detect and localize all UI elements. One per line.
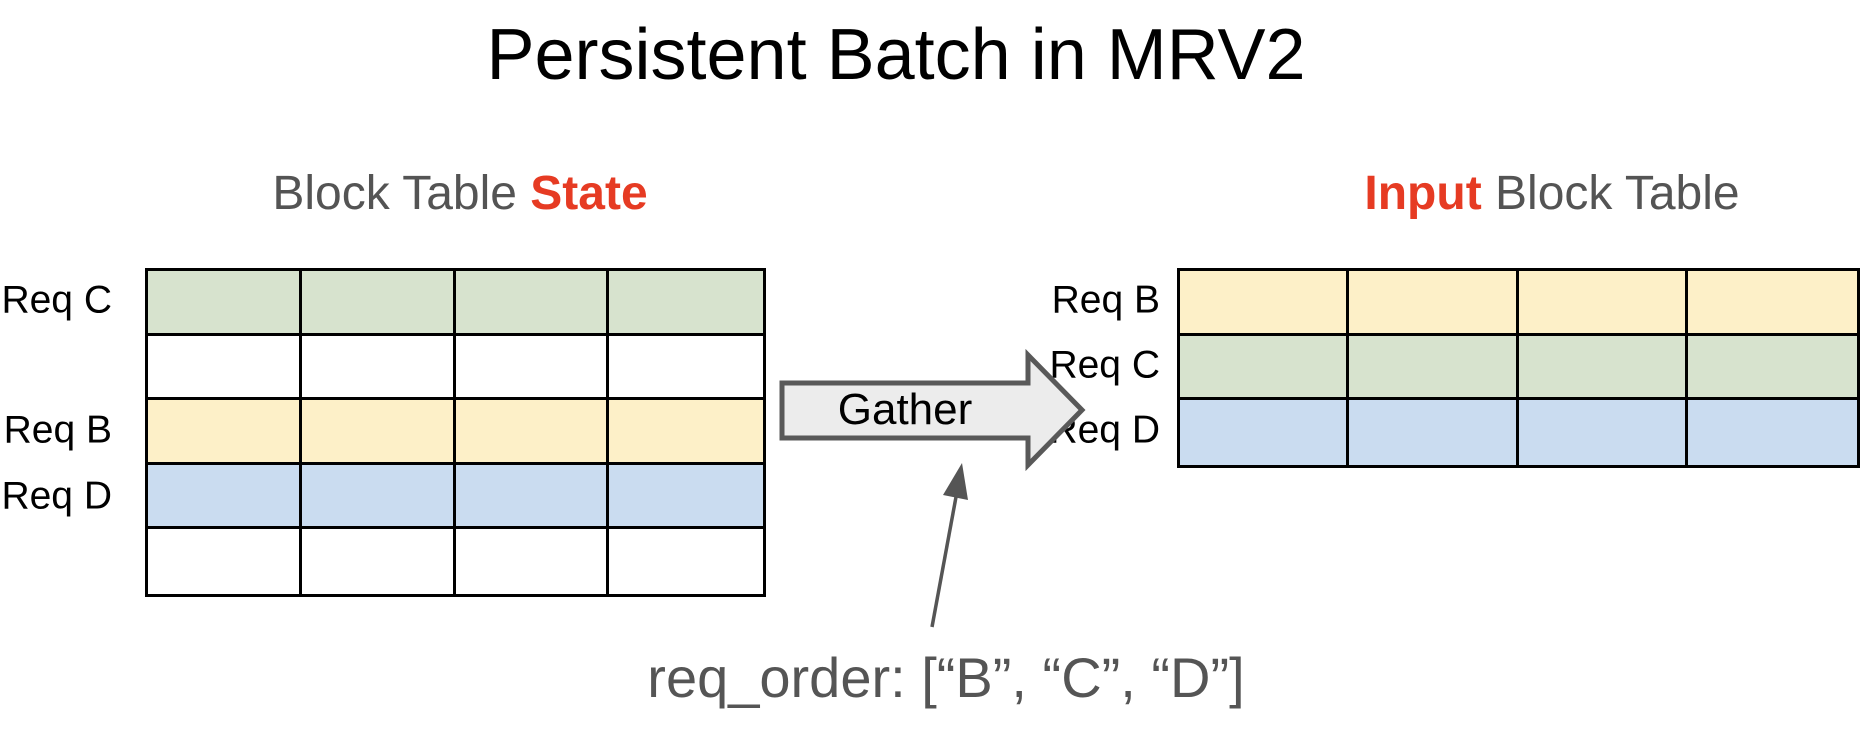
table-cell <box>1518 335 1688 401</box>
row-label-req-c: Req C <box>1 278 112 322</box>
table-cell <box>1349 335 1519 401</box>
row-label-req-b: Req B <box>3 408 112 452</box>
table-cell <box>455 271 610 336</box>
table-cell <box>609 464 763 530</box>
table-cell <box>148 271 302 336</box>
table-cell <box>455 400 610 465</box>
right-heading-highlight: Input <box>1364 167 1482 220</box>
table-cell <box>1180 271 1350 336</box>
table-cell <box>301 529 456 594</box>
row-label-input-req-b: Req B <box>1051 278 1160 322</box>
table-cell <box>1349 400 1519 465</box>
left-heading-highlight: State <box>530 167 648 220</box>
table-cell <box>609 529 763 594</box>
block-table-state <box>145 268 766 597</box>
annotation-arrow-head <box>943 463 968 500</box>
table-cell <box>1687 335 1857 401</box>
table-cell <box>455 335 610 401</box>
table-cell <box>1687 400 1857 465</box>
row-label-input-req-c: Req C <box>1049 343 1160 387</box>
right-table-heading: Input Block Table <box>1252 166 1852 221</box>
table-cell <box>301 335 456 401</box>
left-heading-prefix: Block Table <box>272 167 531 220</box>
table-cell <box>1518 400 1688 465</box>
table-cell <box>148 400 302 465</box>
row-label-req-d: Req D <box>1 474 112 518</box>
table-cell <box>609 335 763 401</box>
table-cell <box>1518 271 1688 336</box>
table-cell <box>148 335 302 401</box>
table-cell <box>1180 400 1350 465</box>
right-heading-suffix: Block Table <box>1481 167 1740 220</box>
table-cell <box>301 464 456 530</box>
req-order-annotation: req_order: [“B”, “C”, “D”] <box>647 646 1245 709</box>
table-cell <box>609 400 763 465</box>
diagram-title: Persistent Batch in MRV2 <box>486 15 1306 95</box>
table-cell <box>148 529 302 594</box>
table-cell <box>301 400 456 465</box>
table-cell <box>1687 271 1857 336</box>
input-block-table <box>1177 268 1860 468</box>
table-cell <box>609 271 763 336</box>
table-cell <box>455 464 610 530</box>
gather-arrow-label: Gather <box>837 385 973 434</box>
table-cell <box>1180 335 1350 401</box>
table-cell <box>301 271 456 336</box>
left-table-heading: Block Table State <box>160 166 760 221</box>
table-cell <box>1349 271 1519 336</box>
row-label-input-req-d: Req D <box>1049 408 1160 452</box>
table-cell <box>455 529 610 594</box>
table-cell <box>148 464 302 530</box>
annotation-arrow-line <box>930 496 958 628</box>
